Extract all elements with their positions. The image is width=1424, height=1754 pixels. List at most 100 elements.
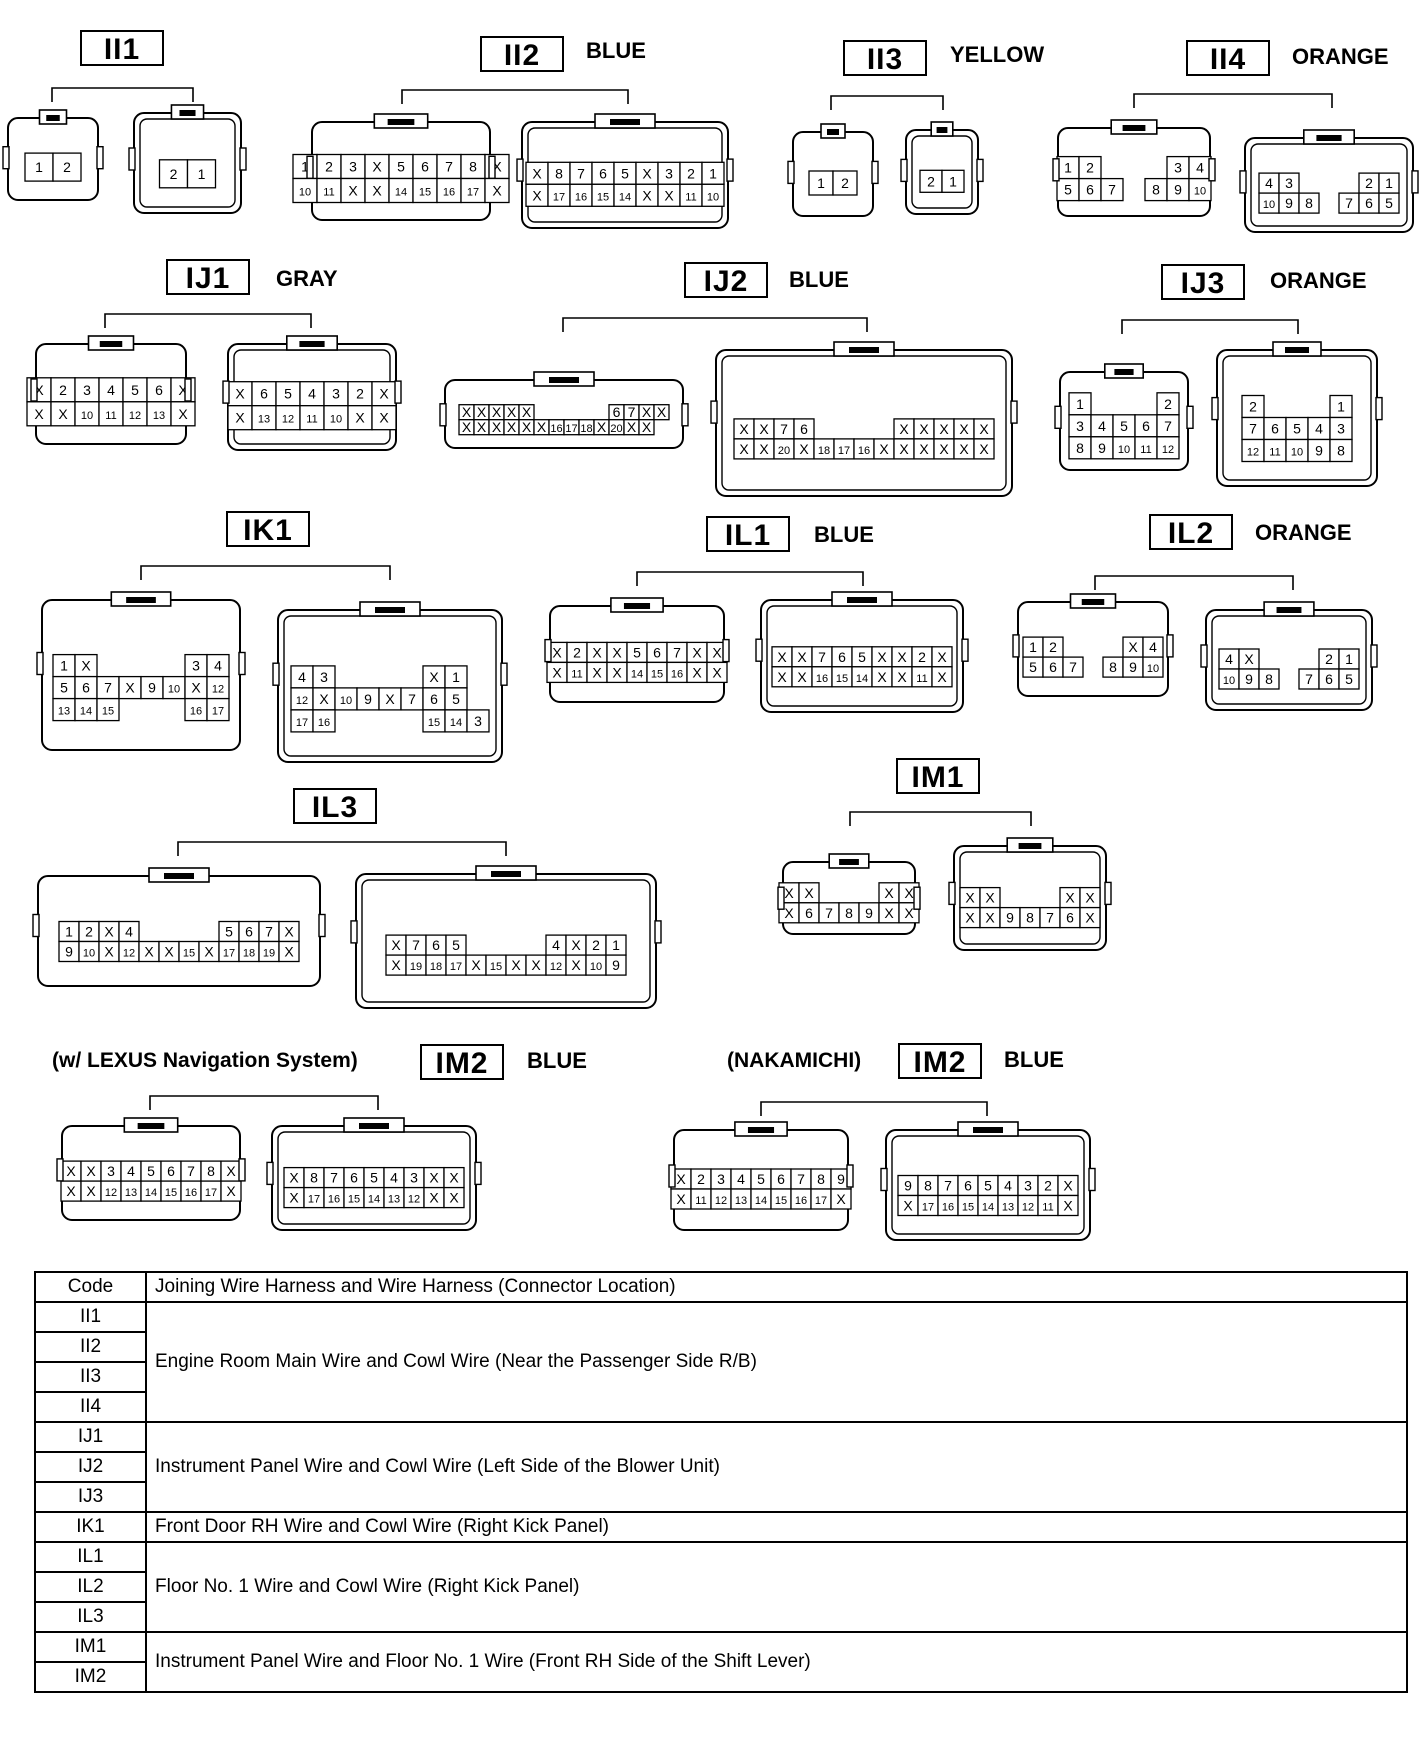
pin-label: 16 — [671, 668, 683, 680]
connector-code-il3: IL3 — [293, 788, 377, 824]
pin-label: 7 — [265, 924, 273, 940]
pin-label: X — [355, 410, 365, 426]
pin-label: 9 — [148, 680, 156, 696]
pin-label: 6 — [1325, 671, 1333, 687]
pin-label: X — [178, 406, 188, 422]
pin-label: 3 — [1076, 418, 1084, 434]
pin-cell — [701, 183, 725, 207]
im2-nak-side-tab — [668, 1164, 676, 1188]
pin-label: X — [1244, 651, 1254, 667]
im2-nav-side-tab — [56, 1158, 64, 1182]
pin-label: X — [391, 957, 401, 973]
pin-label: 7 — [944, 1178, 952, 1194]
pin-label: 3 — [474, 713, 482, 729]
pin-label: 6 — [1049, 659, 1057, 675]
connector-code-ii3: II3 — [843, 40, 927, 76]
pin-label: 15 — [490, 961, 502, 973]
pin-label: X — [712, 644, 722, 660]
pin-cell — [1298, 192, 1320, 214]
table-row: IJ1 Instrument Panel Wire and Cowl Wire … — [34, 1421, 1408, 1513]
pin-label: X — [777, 649, 787, 665]
pin-label: 12 — [123, 948, 135, 960]
ij2-latch-slot — [849, 347, 879, 353]
pin-label: X — [965, 890, 975, 906]
pin-label: X — [937, 649, 947, 665]
pin-label: 4 — [1265, 175, 1273, 191]
pin-label: 12 — [408, 1194, 420, 1206]
pin-label: X — [511, 957, 521, 973]
ij2-side-tab — [439, 403, 447, 427]
pin-label: X — [899, 441, 909, 457]
pin-label: X — [1085, 910, 1095, 926]
code-cell: IJ3 — [34, 1481, 147, 1513]
pin-label: 3 — [192, 658, 200, 674]
ii1-side-tab — [128, 147, 136, 171]
pin-cell — [436, 177, 462, 204]
pin-label: 8 — [845, 905, 853, 921]
pin-label: 3 — [665, 165, 673, 181]
pin-label: 14 — [631, 668, 643, 680]
pin-label: X — [884, 905, 894, 921]
pin-label: 2 — [918, 649, 926, 665]
im2-nav-side-tab — [266, 1161, 274, 1186]
pin-label: X — [777, 669, 787, 685]
pin-label: 14 — [395, 187, 407, 199]
pin-label: 8 — [1152, 182, 1160, 198]
pin-label: X — [86, 1163, 96, 1179]
pin-label: X — [571, 957, 581, 973]
pin-label: 13 — [735, 1195, 747, 1207]
pin-label: 17 — [205, 1187, 217, 1199]
pin-label: X — [897, 649, 907, 665]
pin-label: X — [34, 382, 44, 398]
pin-label: 2 — [1325, 651, 1333, 667]
table-row: II3 — [34, 1361, 1407, 1393]
pin-label: X — [532, 165, 542, 181]
connector-color-ij2: BLUE — [789, 267, 849, 292]
table-row: II1 Engine Room Main Wire and Cowl Wire … — [34, 1301, 1408, 1423]
im1-latch-slot — [839, 859, 859, 865]
pin-label: 7 — [408, 691, 416, 707]
pin-cell — [1156, 436, 1180, 460]
il1-side-tab — [961, 638, 969, 662]
pin-label: 5 — [147, 1163, 155, 1179]
pin-label: X — [507, 419, 517, 435]
pin-label: 17 — [467, 187, 479, 199]
ij1-side-tab — [394, 380, 402, 404]
pin-label: 6 — [964, 1178, 972, 1194]
pin-label: 1 — [709, 165, 717, 181]
pin-label: X — [612, 644, 622, 660]
connector-variant-im2-nav: (w/ LEXUS Navigation System) — [52, 1049, 358, 1072]
pin-label: 20 — [610, 423, 622, 435]
ii2-side-tab — [488, 155, 496, 180]
pin-cell — [1100, 177, 1124, 202]
pin-label: 5 — [397, 159, 405, 175]
pin-label: 14 — [368, 1194, 380, 1206]
ij3-side-tab — [1054, 405, 1062, 429]
pin-label: 9 — [65, 944, 73, 960]
pin-label: X — [919, 441, 929, 457]
table-header-row: Code Joining Wire Harness and Wire Harne… — [34, 1271, 1408, 1303]
pin-cell — [146, 401, 172, 427]
pin-cell — [1188, 177, 1212, 202]
pin-label: 1 — [1337, 399, 1345, 415]
pin-label: 10 — [340, 695, 352, 707]
pin-label: 6 — [613, 404, 621, 420]
pin-label: 8 — [1109, 659, 1117, 675]
table-row: IL2 — [34, 1571, 1407, 1603]
pin-label: X — [284, 944, 294, 960]
pin-label: 5 — [1293, 421, 1301, 437]
pin-label: 17 — [553, 191, 565, 203]
pin-label: X — [897, 669, 907, 685]
pin-label: X — [104, 924, 114, 940]
pin-label: 1 — [301, 159, 309, 175]
connector-color-ij3: ORANGE — [1270, 268, 1367, 293]
ij2-latch-slot — [549, 377, 579, 383]
pin-label: 11 — [695, 1195, 706, 1207]
code-cell: IJ1 — [34, 1421, 147, 1453]
pin-label: 17 — [212, 706, 224, 718]
pin-label: X — [379, 386, 389, 402]
